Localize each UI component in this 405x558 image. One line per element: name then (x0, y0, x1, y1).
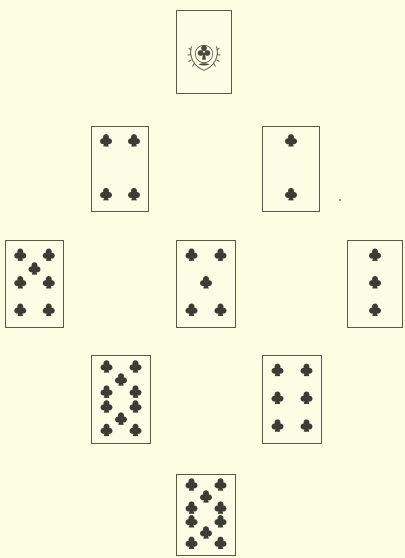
card-top-emblem[interactable] (176, 10, 232, 94)
club-pip-icon (215, 478, 227, 490)
club-pip-icon (285, 134, 297, 146)
card-ten-of-clubs-bottom[interactable] (176, 474, 236, 556)
club-pip-icon (43, 249, 55, 261)
club-pip-icon (186, 515, 198, 527)
club-pip-icon (301, 364, 313, 376)
club-pip-icon (130, 385, 142, 397)
club-pip-icon (14, 249, 26, 261)
card-six-of-clubs[interactable] (262, 355, 322, 444)
club-pip-icon (128, 134, 140, 146)
club-pip-icon (43, 276, 55, 288)
laurel-emblem-icon (177, 11, 231, 93)
club-pip-icon (101, 360, 113, 372)
club-pip-icon (186, 501, 198, 513)
club-pip-icon (200, 490, 212, 502)
club-pip-icon (14, 304, 26, 316)
club-pip-icon (115, 373, 127, 385)
card-five-of-clubs[interactable] (176, 240, 236, 328)
club-pip-icon (272, 364, 284, 376)
card-seven-of-clubs[interactable] (5, 240, 64, 328)
club-pip-icon (285, 188, 297, 200)
speck-mark (339, 199, 341, 201)
club-pip-icon (186, 304, 198, 316)
club-pip-icon (215, 501, 227, 513)
club-pip-icon (29, 262, 41, 274)
club-pip-icon (101, 424, 113, 436)
club-pip-icon (100, 134, 112, 146)
club-pip-icon (301, 392, 313, 404)
card-four-of-clubs[interactable] (91, 126, 149, 212)
club-pip-icon (101, 400, 113, 412)
card-ten-of-clubs[interactable] (91, 355, 151, 444)
club-pip-icon (200, 276, 212, 288)
club-pip-icon (130, 400, 142, 412)
club-pip-icon (215, 537, 227, 549)
club-pip-icon (100, 188, 112, 200)
club-pip-icon (272, 392, 284, 404)
club-pip-icon (14, 276, 26, 288)
card-two-of-clubs[interactable] (262, 126, 320, 212)
club-pip-icon (301, 419, 313, 431)
club-pip-icon (215, 304, 227, 316)
club-pip-icon (215, 515, 227, 527)
club-pip-icon (186, 478, 198, 490)
club-pip-icon (369, 304, 381, 316)
club-pip-icon (215, 249, 227, 261)
club-pip-icon (130, 360, 142, 372)
club-pip-icon (43, 304, 55, 316)
club-pip-icon (272, 419, 284, 431)
club-pip-icon (186, 537, 198, 549)
card-three-of-clubs[interactable] (347, 240, 403, 328)
club-pip-icon (115, 412, 127, 424)
club-pip-icon (186, 249, 198, 261)
club-pip-icon (101, 385, 113, 397)
club-pip-icon (128, 188, 140, 200)
club-pip-icon (130, 424, 142, 436)
club-pip-icon (369, 249, 381, 261)
club-pip-icon (369, 276, 381, 288)
club-pip-icon (200, 526, 212, 538)
